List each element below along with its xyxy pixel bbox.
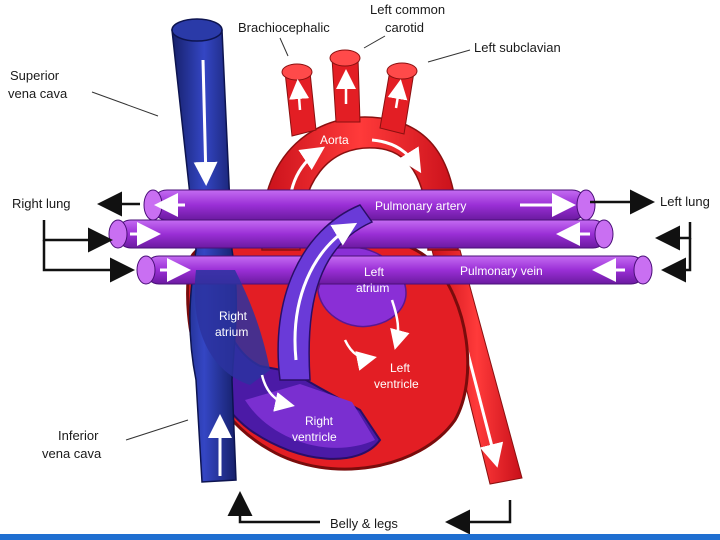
brachiocephalic-label: Brachiocephalic xyxy=(238,20,330,35)
belly-legs-label: Belly & legs xyxy=(330,516,398,531)
superior-vena-cava-label-1: Superior xyxy=(10,68,60,83)
right-ventricle-label-1: Right xyxy=(305,414,334,428)
right-ventricle-label-2: ventricle xyxy=(292,430,337,444)
pulmonary-vein-label: Pulmonary vein xyxy=(460,264,543,278)
inferior-vena-cava-label-1: Inferior xyxy=(58,428,99,443)
superior-vena-cava-label-2: vena cava xyxy=(8,86,68,101)
right-atrium-label-1: Right xyxy=(219,309,248,323)
brachiocephalic-leader xyxy=(279,37,289,57)
aortic-arch xyxy=(260,49,459,251)
right-lung-label: Right lung xyxy=(12,196,71,211)
left-lung-return-arrow-1 xyxy=(655,222,692,251)
superior-vena-cava-leader xyxy=(91,91,159,117)
left-atrium-label-2: atrium xyxy=(356,281,389,295)
left-lung-label: Left lung xyxy=(660,194,710,209)
pulmonary-vessels xyxy=(108,189,653,285)
heart-body xyxy=(186,227,470,471)
left-common-carotid-leader xyxy=(363,35,386,49)
left-ventricle-label-2: ventricle xyxy=(374,377,419,391)
right-lung-return-arrow-2 xyxy=(42,240,135,283)
right-atrium xyxy=(194,270,270,385)
left-subclavian-leader xyxy=(427,49,471,63)
right-atrium-label-2: atrium xyxy=(215,325,248,339)
pulmonary-artery-label: Pulmonary artery xyxy=(375,199,466,213)
inner-arrows xyxy=(260,299,410,412)
pulmonary-trunk xyxy=(277,204,374,381)
left-common-carotid-label-1: Left common xyxy=(370,2,445,17)
left-ventricle-label-1: Left xyxy=(390,361,411,375)
inferior-vena-cava-label-2: vena cava xyxy=(42,446,102,461)
left-lung-return-arrow-2 xyxy=(661,238,692,283)
inferior-vena-cava-leader xyxy=(125,419,189,441)
belly-legs-arrow-left xyxy=(227,491,320,524)
left-atrium-label-1: Left xyxy=(364,265,385,279)
vena-cava xyxy=(171,18,238,483)
left-subclavian-label: Left subclavian xyxy=(474,40,561,55)
bottom-accent-bar xyxy=(0,534,720,540)
belly-legs-arrow-right xyxy=(445,500,512,535)
aorta-label: Aorta xyxy=(320,133,349,147)
right-lung-return-arrow-1 xyxy=(42,220,113,253)
left-common-carotid-label-2: carotid xyxy=(385,20,424,35)
